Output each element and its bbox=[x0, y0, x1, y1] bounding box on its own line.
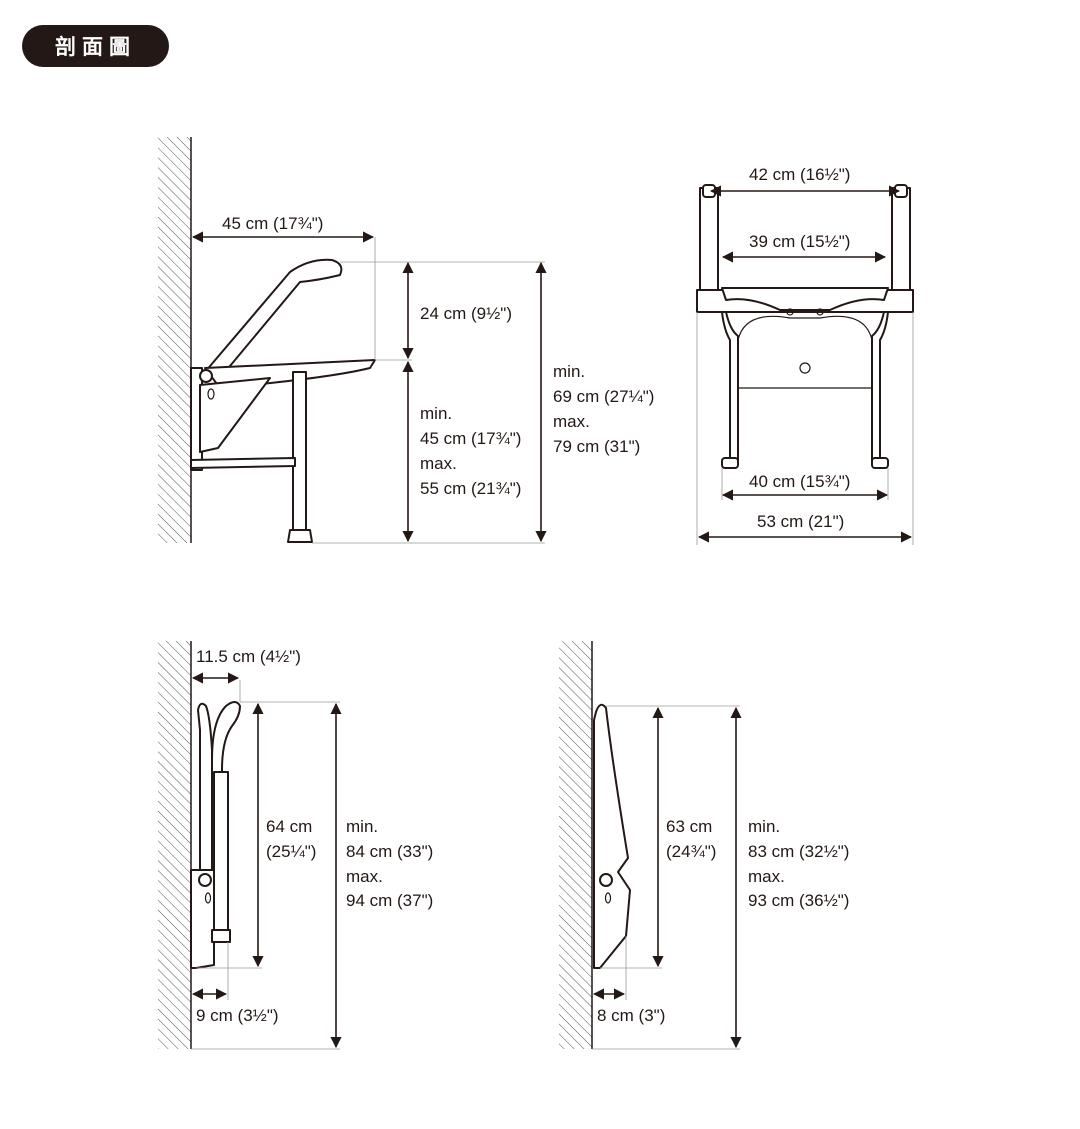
front-leg-width-label: 40 cm (15¾") bbox=[749, 472, 850, 491]
folded-seat-depth-bottom-label: 8 cm (3") bbox=[597, 1006, 665, 1025]
front-inner-width-label: 39 cm (15½") bbox=[749, 232, 850, 251]
side-width-label: 45 cm (17¾") bbox=[222, 214, 323, 233]
side-view-diagram bbox=[158, 137, 547, 544]
folded-arms-depth-bottom-label: 9 cm (3½") bbox=[196, 1006, 279, 1025]
folded-seat-total-3: 93 cm (36½") bbox=[748, 891, 849, 910]
folded-arms-height-0: 64 cm bbox=[266, 817, 312, 836]
front-total-width-label: 53 cm (21") bbox=[757, 512, 844, 531]
folded-seat-height-1: (24¾") bbox=[666, 842, 716, 861]
folded-seat-height-0: 63 cm bbox=[666, 817, 712, 836]
side-seat-height-1: 45 cm (17¾") bbox=[420, 429, 521, 448]
folded-arms-height-1: (25¼") bbox=[266, 842, 316, 861]
folded-arms-total-2: max. bbox=[346, 867, 383, 886]
side-armrest-label: 24 cm (9½") bbox=[420, 304, 512, 323]
side-seat-height-2: max. bbox=[420, 454, 457, 473]
folded-armrest-diagram bbox=[158, 641, 342, 1050]
side-total-height-3: 79 cm (31") bbox=[553, 437, 640, 456]
folded-arms-total-0: min. bbox=[346, 817, 378, 836]
folded-arms-total-1: 84 cm (33") bbox=[346, 842, 433, 861]
front-top-width-label: 42 cm (16½") bbox=[749, 165, 850, 184]
side-seat-height-0: min. bbox=[420, 404, 452, 423]
side-total-height-0: min. bbox=[553, 362, 585, 381]
folded-seat-total-2: max. bbox=[748, 867, 785, 886]
side-total-height-2: max. bbox=[553, 412, 590, 431]
side-seat-height-3: 55 cm (21¾") bbox=[420, 479, 521, 498]
folded-seat-diagram bbox=[559, 641, 742, 1050]
folded-arms-depth-top-label: 11.5 cm (4½") bbox=[196, 647, 301, 666]
folded-seat-total-1: 83 cm (32½") bbox=[748, 842, 849, 861]
front-view-diagram bbox=[696, 184, 914, 545]
side-total-height-1: 69 cm (27¼") bbox=[553, 387, 654, 406]
folded-arms-total-3: 94 cm (37") bbox=[346, 891, 433, 910]
folded-seat-total-0: min. bbox=[748, 817, 780, 836]
section-badge: 剖面圖 bbox=[22, 25, 169, 67]
